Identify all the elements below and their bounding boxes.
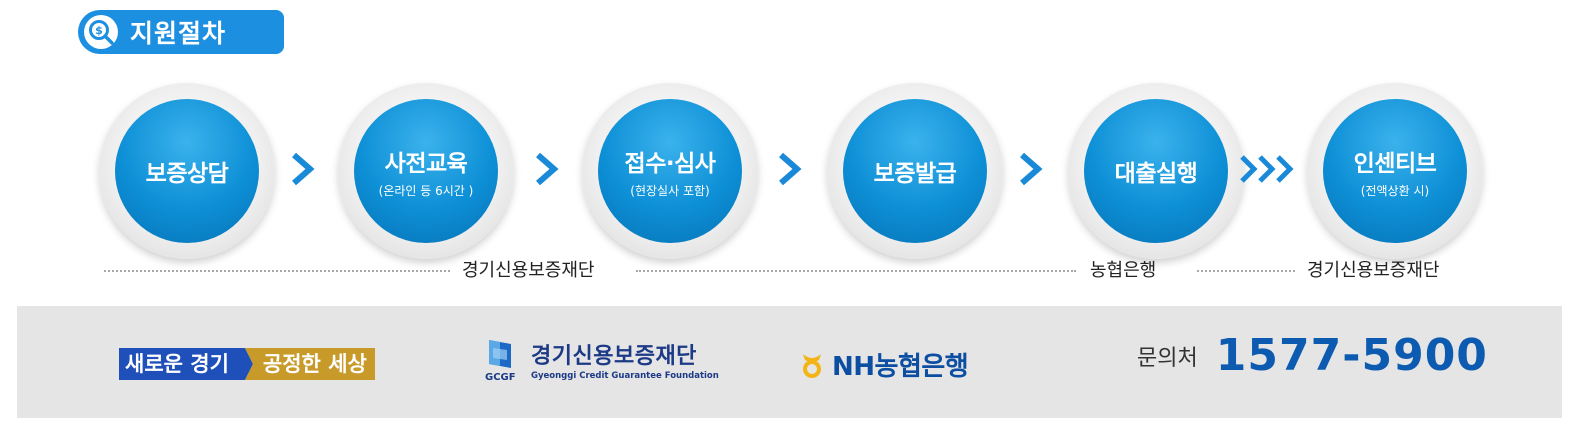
contact-phone-number[interactable]: 1577-5900: [1215, 330, 1488, 381]
slogan-arrow-icon: [236, 348, 253, 380]
slogan-part2: 공정한 세상: [252, 348, 375, 380]
org-label-gcgf: 경기신용보증재단: [1307, 260, 1440, 281]
gcgf-name: 경기신용보증재단: [531, 344, 697, 369]
dotted-divider: [636, 270, 1076, 274]
step-label: 대출실행: [1114, 161, 1198, 187]
chevron-right-icon: [775, 147, 805, 191]
gyeonggi-slogan-logo: 새로운 경기 공정한 세상: [119, 346, 375, 382]
chevron-right-icon: [288, 147, 318, 191]
triple-chevron-right-icon: [1238, 147, 1302, 191]
step-label: 접수·심사: [624, 150, 716, 177]
step-pre-education: 사전교육 (온라인 등 6시간 ): [338, 83, 514, 259]
dotted-divider: [1197, 270, 1295, 274]
step-label: 사전교육: [384, 150, 468, 177]
step-application-review: 접수·심사 (현장실사 포함): [582, 83, 758, 259]
step-guarantee-issuance: 보증발급: [827, 83, 1003, 259]
gcgf-english-name: Gyeonggi Credit Guarantee Foundation: [531, 371, 719, 381]
step-loan-execution: 대출실행: [1068, 83, 1244, 259]
money-search-icon: $: [84, 15, 118, 49]
org-label-nh-bank: 농협은행: [1090, 260, 1157, 281]
page-title: 지원절차: [130, 19, 227, 48]
slogan-part1: 새로운 경기: [119, 348, 237, 380]
step-sub: (온라인 등 6시간 ): [378, 183, 474, 198]
step-sub: (전액상환 시): [1360, 183, 1430, 198]
svg-text:$: $: [95, 24, 103, 37]
org-label-gcgf: 경기신용보증재단: [462, 260, 595, 281]
nh-emblem-icon: [803, 353, 821, 378]
step-incentive: 인센티브 (전액상환 시): [1307, 83, 1483, 259]
step-guarantee-consultation: 보증상담: [99, 83, 275, 259]
gcgf-abbr: GCGF: [485, 372, 516, 383]
gcgf-logo: GCGF 경기신용보증재단 Gyeonggi Credit Guarantee …: [485, 338, 719, 383]
dotted-divider: [104, 270, 450, 274]
step-label: 인센티브: [1353, 150, 1437, 177]
gcgf-emblem-icon: GCGF: [485, 338, 523, 383]
footer-bar: 새로운 경기 공정한 세상 GCGF 경기신용보증재단 Gyeonggi Cre…: [17, 306, 1562, 418]
chevron-right-icon: [532, 147, 562, 191]
step-label: 보증발급: [873, 161, 957, 187]
nh-bank-logo: NH농협은행: [800, 346, 969, 383]
step-sub: (현장실사 포함): [630, 183, 710, 198]
nh-bank-name: NH농협은행: [832, 352, 969, 382]
step-label: 보증상담: [145, 161, 229, 187]
chevron-right-icon: [1016, 147, 1046, 191]
section-title-badge: $ 지원절차: [78, 10, 284, 54]
contact-label: 문의처: [1137, 345, 1198, 371]
contact-info: 문의처 1577-5900: [1137, 330, 1488, 381]
